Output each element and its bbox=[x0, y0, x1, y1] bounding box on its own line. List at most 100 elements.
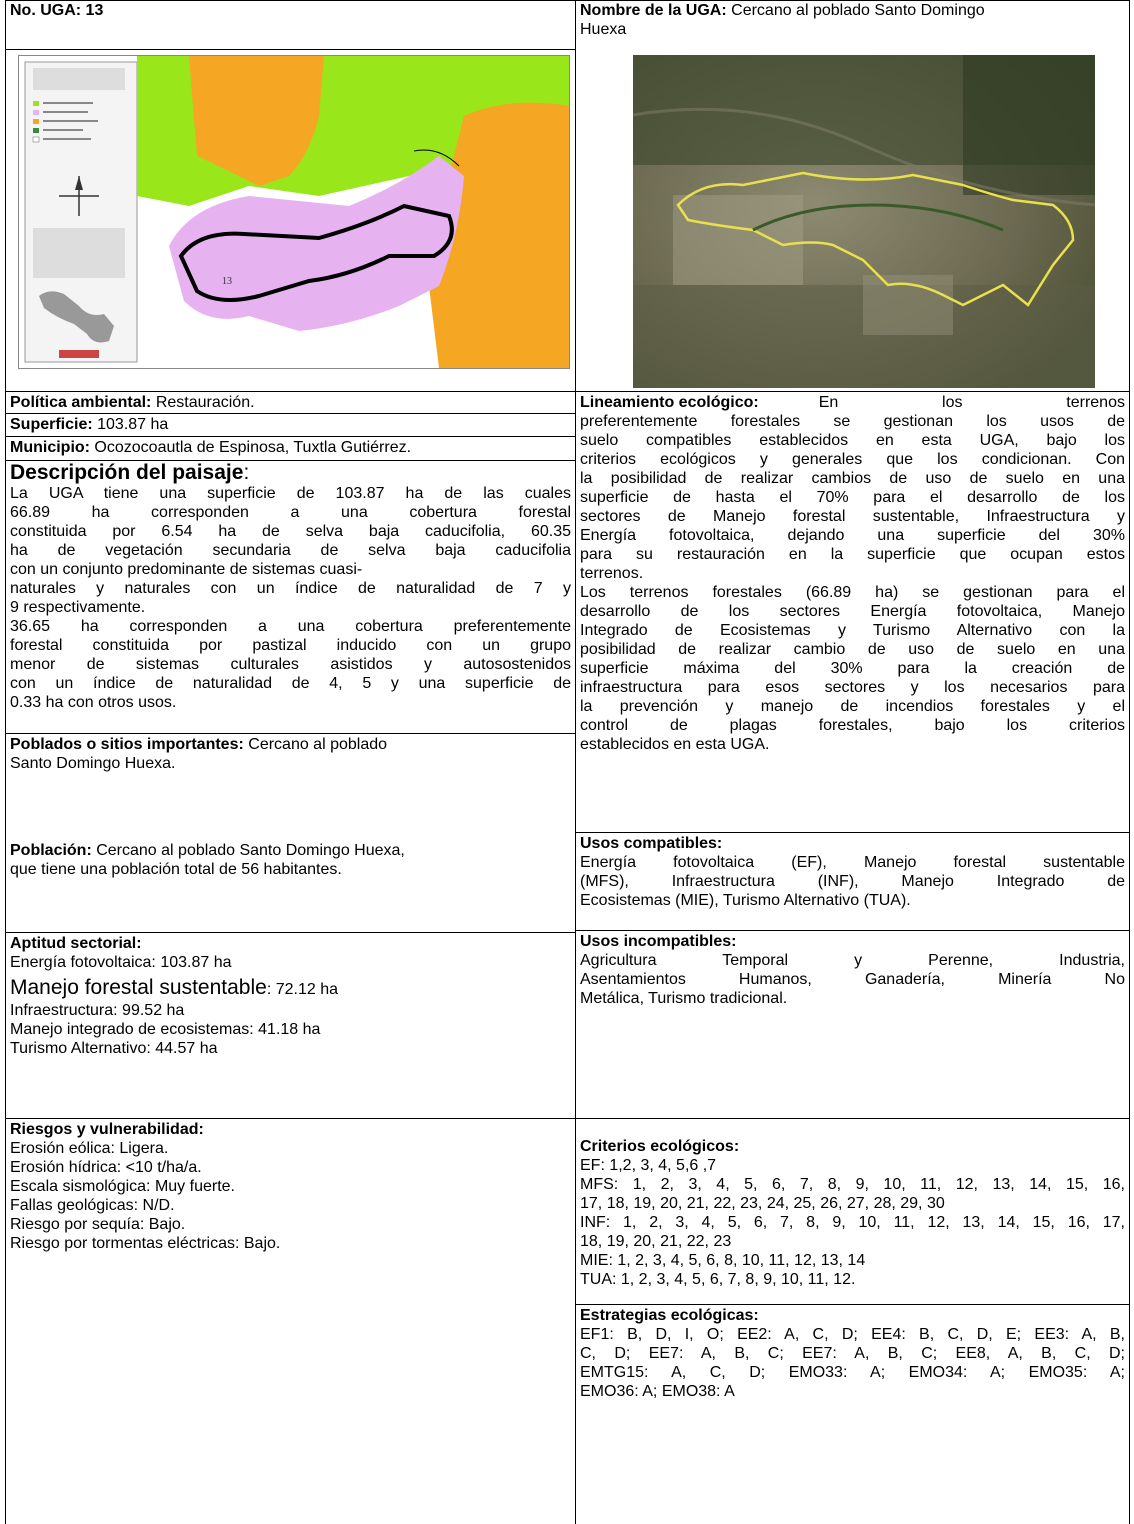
aptitud-item-mfs: Manejo forestal sustentable bbox=[10, 976, 267, 999]
riesgo-fallas-geologicas: Fallas geológicas: N/D. bbox=[10, 1197, 175, 1214]
row-line-images bbox=[5, 391, 1130, 392]
aptitud-sectorial: Aptitud sectorial: Energía fotovoltaica:… bbox=[6, 934, 575, 1058]
criterios-line: TUA: 1, 2, 3, 4, 5, 6, 7, 8, 9, 10, 11, … bbox=[580, 1271, 856, 1288]
superficie: Superficie: 103.87 ha bbox=[6, 415, 575, 434]
column-divider bbox=[575, 0, 576, 1524]
border-left bbox=[5, 0, 6, 1524]
border-top bbox=[5, 0, 1130, 1]
lineamiento-line: desarrollo de los sectores Energía fotov… bbox=[580, 603, 1125, 620]
uga-name-line2: Huexa bbox=[580, 21, 627, 38]
politica-value: Restauración. bbox=[151, 394, 255, 411]
satellite-image bbox=[633, 55, 1095, 388]
lineamiento-line: infraestructura para esos sectores y los… bbox=[580, 679, 1125, 696]
uga-number: No. UGA: 13 bbox=[6, 1, 575, 20]
location-map: 13 bbox=[18, 55, 570, 369]
estrategias-ecologicas: Estrategias ecológicas: EF1: B, D, I, O;… bbox=[576, 1306, 1129, 1401]
descripcion-line: 0.33 ha con otros usos. bbox=[10, 694, 177, 711]
row-line-criterios bbox=[575, 1304, 1130, 1305]
descripcion-text: La UGA tiene una superficie de 103.87 ha… bbox=[10, 484, 571, 712]
uga-sheet: No. UGA: 13 Nombre de la UGA: Cercano al… bbox=[5, 0, 1130, 1524]
lineamiento-line: superficie de hasta el 70% para el desar… bbox=[580, 489, 1125, 506]
municipio: Municipio: Ocozocoautla de Espinosa, Tux… bbox=[6, 438, 575, 457]
lineamiento-first-word: En bbox=[818, 394, 839, 411]
estrategias-line: EF1: B, D, I, O; EE2: A, C, D; EE4: B, C… bbox=[580, 1326, 1125, 1343]
lineamiento-line: la prevención y manejo de incendios fore… bbox=[580, 698, 1125, 715]
aptitud-label: Aptitud sectorial: bbox=[10, 935, 142, 952]
uga-number-label: No. UGA: bbox=[10, 2, 82, 19]
lineamiento-line: terrenos. bbox=[580, 565, 644, 582]
aptitud-item-tua: Turismo Alternativo: 44.57 ha bbox=[10, 1040, 218, 1057]
descripcion-line: constituida por 6.54 ha de selva baja ca… bbox=[10, 523, 571, 540]
riesgo-erosion-eolica: Erosión eólica: Ligera. bbox=[10, 1140, 169, 1157]
estrategias-label: Estrategias ecológicas: bbox=[580, 1307, 759, 1324]
compatibles-line: Ecosistemas (MIE), Turismo Alternativo (… bbox=[580, 892, 911, 909]
descripcion-paisaje: Descripción del paisaje: La UGA tiene un… bbox=[6, 461, 575, 712]
criterios-line: MFS: 1, 2, 3, 4, 5, 6, 7, 8, 9, 10, 11, … bbox=[580, 1176, 1125, 1193]
descripcion-line: menor de sistemas culturales asistidos y… bbox=[10, 656, 571, 673]
lineamiento-line: Energía fotovoltaica, dejando una superf… bbox=[580, 527, 1125, 544]
descripcion-line: naturales y naturales con un índice de n… bbox=[10, 580, 571, 597]
criterios-line: 17, 18, 19, 20, 21, 22, 23, 24, 25, 26, … bbox=[580, 1195, 945, 1212]
descripcion-line: 9 respectivamente. bbox=[10, 599, 146, 616]
estrategias-text: EF1: B, D, I, O; EE2: A, C, D; EE4: B, C… bbox=[580, 1325, 1125, 1401]
poblados-line2: Santo Domingo Huexa. bbox=[10, 755, 176, 772]
riesgo-escala-sismologica: Escala sismológica: Muy fuerte. bbox=[10, 1178, 235, 1195]
lineamiento-line: Los terrenos forestales (66.89 ha) se ge… bbox=[580, 584, 1125, 601]
lineamiento-text: preferentemente forestales se gestionan … bbox=[580, 412, 1125, 754]
poblacion-line1: Cercano al poblado Santo Domingo Huexa, bbox=[91, 842, 405, 859]
poblacion: Población: Cercano al poblado Santo Domi… bbox=[6, 841, 575, 879]
map-unit-label: 13 bbox=[222, 276, 232, 287]
criterios-label: Criterios ecológicos: bbox=[580, 1138, 740, 1155]
lineamiento-line: superficie máxima del 30% para la creaci… bbox=[580, 660, 1125, 677]
incompatibles-text: Agricultura Temporal y Perenne, Industri… bbox=[580, 951, 1125, 1008]
incompatibles-label: Usos incompatibles: bbox=[580, 933, 737, 950]
aptitud-item-mfs-value: : 72.12 ha bbox=[266, 981, 338, 998]
lineamiento-first-word: terrenos bbox=[1066, 394, 1125, 411]
lineamiento-line: establecidos en esta UGA. bbox=[580, 736, 770, 753]
usos-compatibles: Usos compatibles: Energía fotovoltaica (… bbox=[576, 834, 1129, 910]
lineamiento-line: la posibilidad de realizar cambios de us… bbox=[580, 470, 1125, 487]
descripcion-line: La UGA tiene una superficie de 103.87 ha… bbox=[10, 485, 571, 502]
poblados: Poblados o sitios importantes: Cercano a… bbox=[6, 735, 575, 773]
lineamiento-line: para su restauración en la superficie qu… bbox=[580, 546, 1125, 563]
compatibles-label: Usos compatibles: bbox=[580, 835, 723, 852]
incompatibles-line: Agricultura Temporal y Perenne, Industri… bbox=[580, 952, 1125, 969]
row-line-descripcion bbox=[5, 733, 575, 734]
municipio-label: Municipio: bbox=[10, 439, 90, 456]
uga-name: Nombre de la UGA: Cercano al poblado San… bbox=[576, 1, 1129, 39]
aptitud-item-ef: Energía fotovoltaica: 103.87 ha bbox=[10, 954, 232, 971]
aptitud-item-inf: Infraestructura: 99.52 ha bbox=[10, 1002, 185, 1019]
aptitud-item-mie: Manejo integrado de ecosistemas: 41.18 h… bbox=[10, 1021, 321, 1038]
estrategias-line: C, D; EE7: A, B, C; EE7: A, B, C; EE8, A… bbox=[580, 1345, 1125, 1362]
row-line-municipio bbox=[5, 460, 575, 461]
lineamiento-line: posibilidad de realizar cambio de uso de… bbox=[580, 641, 1125, 658]
compatibles-line: Energía fotovoltaica (EF), Manejo forest… bbox=[580, 854, 1125, 871]
politica-label: Política ambiental: bbox=[10, 394, 152, 411]
criterios-line: MIE: 1, 2, 3, 4, 5, 6, 8, 10, 11, 12, 13… bbox=[580, 1252, 866, 1269]
poblacion-label: Población: bbox=[10, 842, 92, 859]
descripcion-line: ha de vegetación secundaria de selva baj… bbox=[10, 542, 571, 559]
row-line-poblacion bbox=[5, 932, 575, 933]
municipio-value: Ocozocoautla de Espinosa, Tuxtla Gutiérr… bbox=[89, 439, 412, 456]
compatibles-text: Energía fotovoltaica (EF), Manejo forest… bbox=[580, 853, 1125, 910]
estrategias-line: EMO36: A; EMO38: A bbox=[580, 1383, 735, 1400]
superficie-label: Superficie: bbox=[10, 416, 93, 433]
descripcion-label: Descripción del paisaje bbox=[10, 461, 244, 484]
politica-ambiental: Política ambiental: Restauración. bbox=[6, 393, 575, 412]
row-line-lineamiento bbox=[575, 832, 1130, 833]
descripcion-line: 66.89 ha corresponden a una cobertura fo… bbox=[10, 504, 571, 521]
riesgo-sequia: Riesgo por sequía: Bajo. bbox=[10, 1216, 186, 1233]
descripcion-line: con un índice de naturalidad de 4, 5 y u… bbox=[10, 675, 571, 692]
row-line-politica bbox=[5, 413, 575, 414]
riesgo-tormentas: Riesgo por tormentas eléctricas: Bajo. bbox=[10, 1235, 281, 1252]
poblacion-line2: que tiene una población total de 56 habi… bbox=[10, 861, 342, 878]
incompatibles-line: Metálica, Turismo tradicional. bbox=[580, 990, 788, 1007]
lineamiento-line: control de plagas forestales, bajo los c… bbox=[580, 717, 1125, 734]
incompatibles-line: Asentamientos Humanos, Ganadería, Minerí… bbox=[580, 971, 1125, 988]
location-map-graphic: 13 bbox=[19, 56, 569, 368]
lineamiento-line: criterios ecológicos y generales que los… bbox=[580, 451, 1125, 468]
satellite-image-graphic bbox=[633, 55, 1095, 388]
riesgo-erosion-hidrica: Erosión hídrica: <10 t/ha/a. bbox=[10, 1159, 202, 1176]
